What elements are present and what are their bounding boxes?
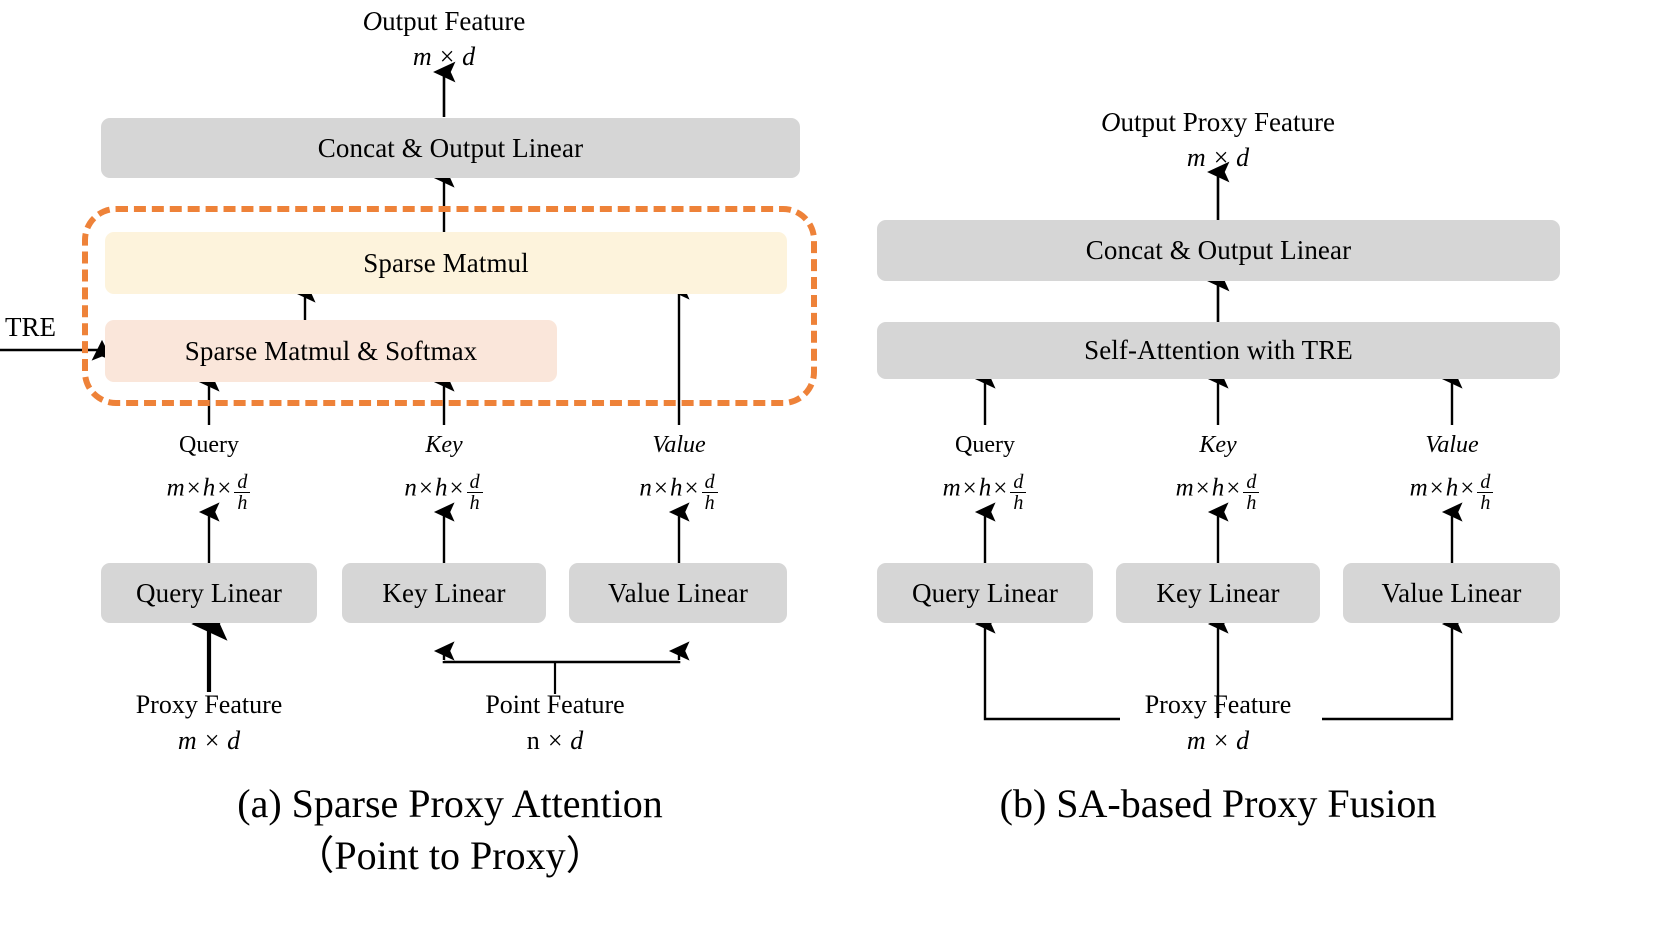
a-k-dim-prefix: n — [404, 474, 417, 502]
b-k-dim-mid: h — [1211, 474, 1225, 502]
a-output-feature-dims: m × d — [412, 42, 476, 71]
a-caption-line2: （Point to Proxy） — [294, 833, 606, 878]
a-input-proxy-feature-dims: m × d — [177, 726, 241, 755]
a-v-dim-den: h — [701, 492, 718, 514]
a-v-dim-mid: h — [670, 474, 683, 502]
a-input-point-feature-title: Point Feature — [485, 690, 625, 719]
a-block-value-linear[interactable]: Value Linear — [569, 563, 787, 623]
a-k-dim-num: d — [469, 471, 480, 493]
b-block-key-linear-label: Key Linear — [1156, 577, 1280, 608]
a-block-key-linear[interactable]: Key Linear — [342, 563, 546, 623]
b-stream-value-label: Value — [1425, 432, 1479, 458]
a-block-query-linear[interactable]: Query Linear — [101, 563, 317, 623]
b-k-dim-num: d — [1246, 471, 1257, 493]
a-q-dim-num: d — [237, 471, 248, 493]
b-output-feature-title: Output Proxy Feature — [1101, 107, 1335, 137]
connector-a-point-fork — [433, 641, 690, 694]
b-stream-query-label: Query — [955, 432, 1015, 458]
b-block-concat-output-linear-label: Concat & Output Linear — [1085, 235, 1352, 265]
a-stream-value-label: Value — [652, 432, 706, 458]
b-q-dim-num: d — [1013, 471, 1024, 493]
a-k-dim-den: h — [466, 492, 483, 514]
b-block-value-linear-label: Value Linear — [1381, 577, 1522, 608]
a-block-query-linear-label: Query Linear — [136, 577, 282, 608]
b-block-key-linear[interactable]: Key Linear — [1116, 563, 1320, 623]
b-output-title-text: utput Proxy Feature — [1120, 107, 1335, 137]
b-block-query-linear[interactable]: Query Linear — [877, 563, 1093, 623]
a-stream-query-label: Query — [179, 432, 239, 458]
a-tre-label: TRE — [5, 312, 56, 342]
b-v-dim-prefix: m — [1409, 474, 1428, 502]
b-output-feature-dims: m × d — [1186, 143, 1250, 172]
a-block-concat-output-linear-label: Concat & Output Linear — [317, 132, 584, 163]
b-input-proxy-feature-title: Proxy Feature — [1144, 690, 1292, 719]
a-block-sparse-matmul-softmax-label: Sparse Matmul & Softmax — [184, 335, 478, 366]
a-q-dim-prefix: m — [166, 474, 185, 502]
b-q-dim-prefix: m — [942, 474, 961, 502]
b-block-value-linear[interactable]: Value Linear — [1343, 563, 1560, 623]
b-stream-key-label: Key — [1199, 432, 1237, 458]
a-input-point-feature-dims: n × d — [526, 726, 584, 755]
b-block-concat-output-linear[interactable]: Concat & Output Linear — [877, 220, 1560, 281]
a-block-sparse-matmul-label: Sparse Matmul — [363, 247, 529, 278]
b-k-dim-den: h — [1243, 492, 1260, 514]
b-q-dim-den: h — [1010, 492, 1027, 514]
a-k-dim-mid: h — [435, 474, 448, 502]
a-block-sparse-matmul[interactable]: Sparse Matmul — [105, 232, 787, 294]
a-sparse-attention-highlight — [82, 206, 817, 406]
a-caption-line1: (a) Sparse Proxy Attention — [237, 781, 663, 826]
b-input-proxy-feature-dims: m × d — [1186, 726, 1250, 755]
b-caption-line1: (b) SA-based Proxy Fusion — [999, 781, 1437, 826]
b-v-dim-num: d — [1480, 471, 1491, 493]
a-block-value-linear-label: Value Linear — [608, 577, 748, 608]
b-v-dim-mid: h — [1445, 474, 1459, 502]
a-q-dim-den: h — [234, 492, 251, 514]
a-output-title-text: utput Feature — [382, 6, 526, 36]
a-block-concat-output-linear[interactable]: Concat & Output Linear — [101, 118, 800, 178]
b-block-self-attention-with-tre-label: Self-Attention with TRE — [1084, 335, 1353, 365]
b-k-dim-prefix: m — [1175, 474, 1194, 502]
a-output-feature-title: OOutput Featureutput Feature — [362, 6, 526, 36]
b-v-dim-den: h — [1477, 492, 1494, 514]
a-input-proxy-feature-title: Proxy Feature — [135, 690, 283, 719]
a-block-sparse-matmul-softmax[interactable]: Sparse Matmul & Softmax — [105, 320, 557, 382]
a-q-dim-mid: h — [202, 474, 216, 502]
a-v-dim-prefix: n — [639, 474, 652, 502]
b-block-query-linear-label: Query Linear — [912, 577, 1058, 608]
a-stream-key-label: Key — [425, 432, 463, 458]
b-block-self-attention-with-tre[interactable]: Self-Attention with TRE — [877, 322, 1560, 379]
a-v-dim-num: d — [704, 471, 715, 493]
b-q-dim-mid: h — [978, 474, 992, 502]
a-block-key-linear-label: Key Linear — [382, 577, 506, 608]
